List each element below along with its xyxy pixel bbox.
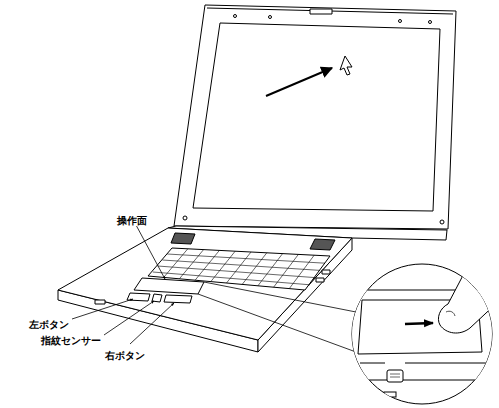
right-button (164, 295, 192, 303)
inset-detail (340, 262, 499, 397)
part-label-box: 操作面 (116, 210, 148, 228)
motion-arrow (405, 323, 433, 324)
touchpad (127, 278, 204, 303)
part-label: 右ボタン (104, 350, 146, 361)
part-label: 左ボタン (28, 319, 70, 330)
pointer-icon (340, 56, 352, 75)
leader-line (72, 225, 174, 344)
motion-arrow (266, 68, 332, 96)
part-label: 操作面 (116, 215, 148, 226)
fingerprint-sensor (152, 294, 162, 302)
part-label-box: 右ボタン (104, 345, 146, 363)
part-label-box: 指紋センサー (40, 330, 102, 348)
screen (193, 23, 440, 211)
part-label: 指紋センサー (40, 335, 102, 346)
zoom-line (198, 282, 356, 352)
part-label-box: 左ボタン (28, 314, 70, 332)
